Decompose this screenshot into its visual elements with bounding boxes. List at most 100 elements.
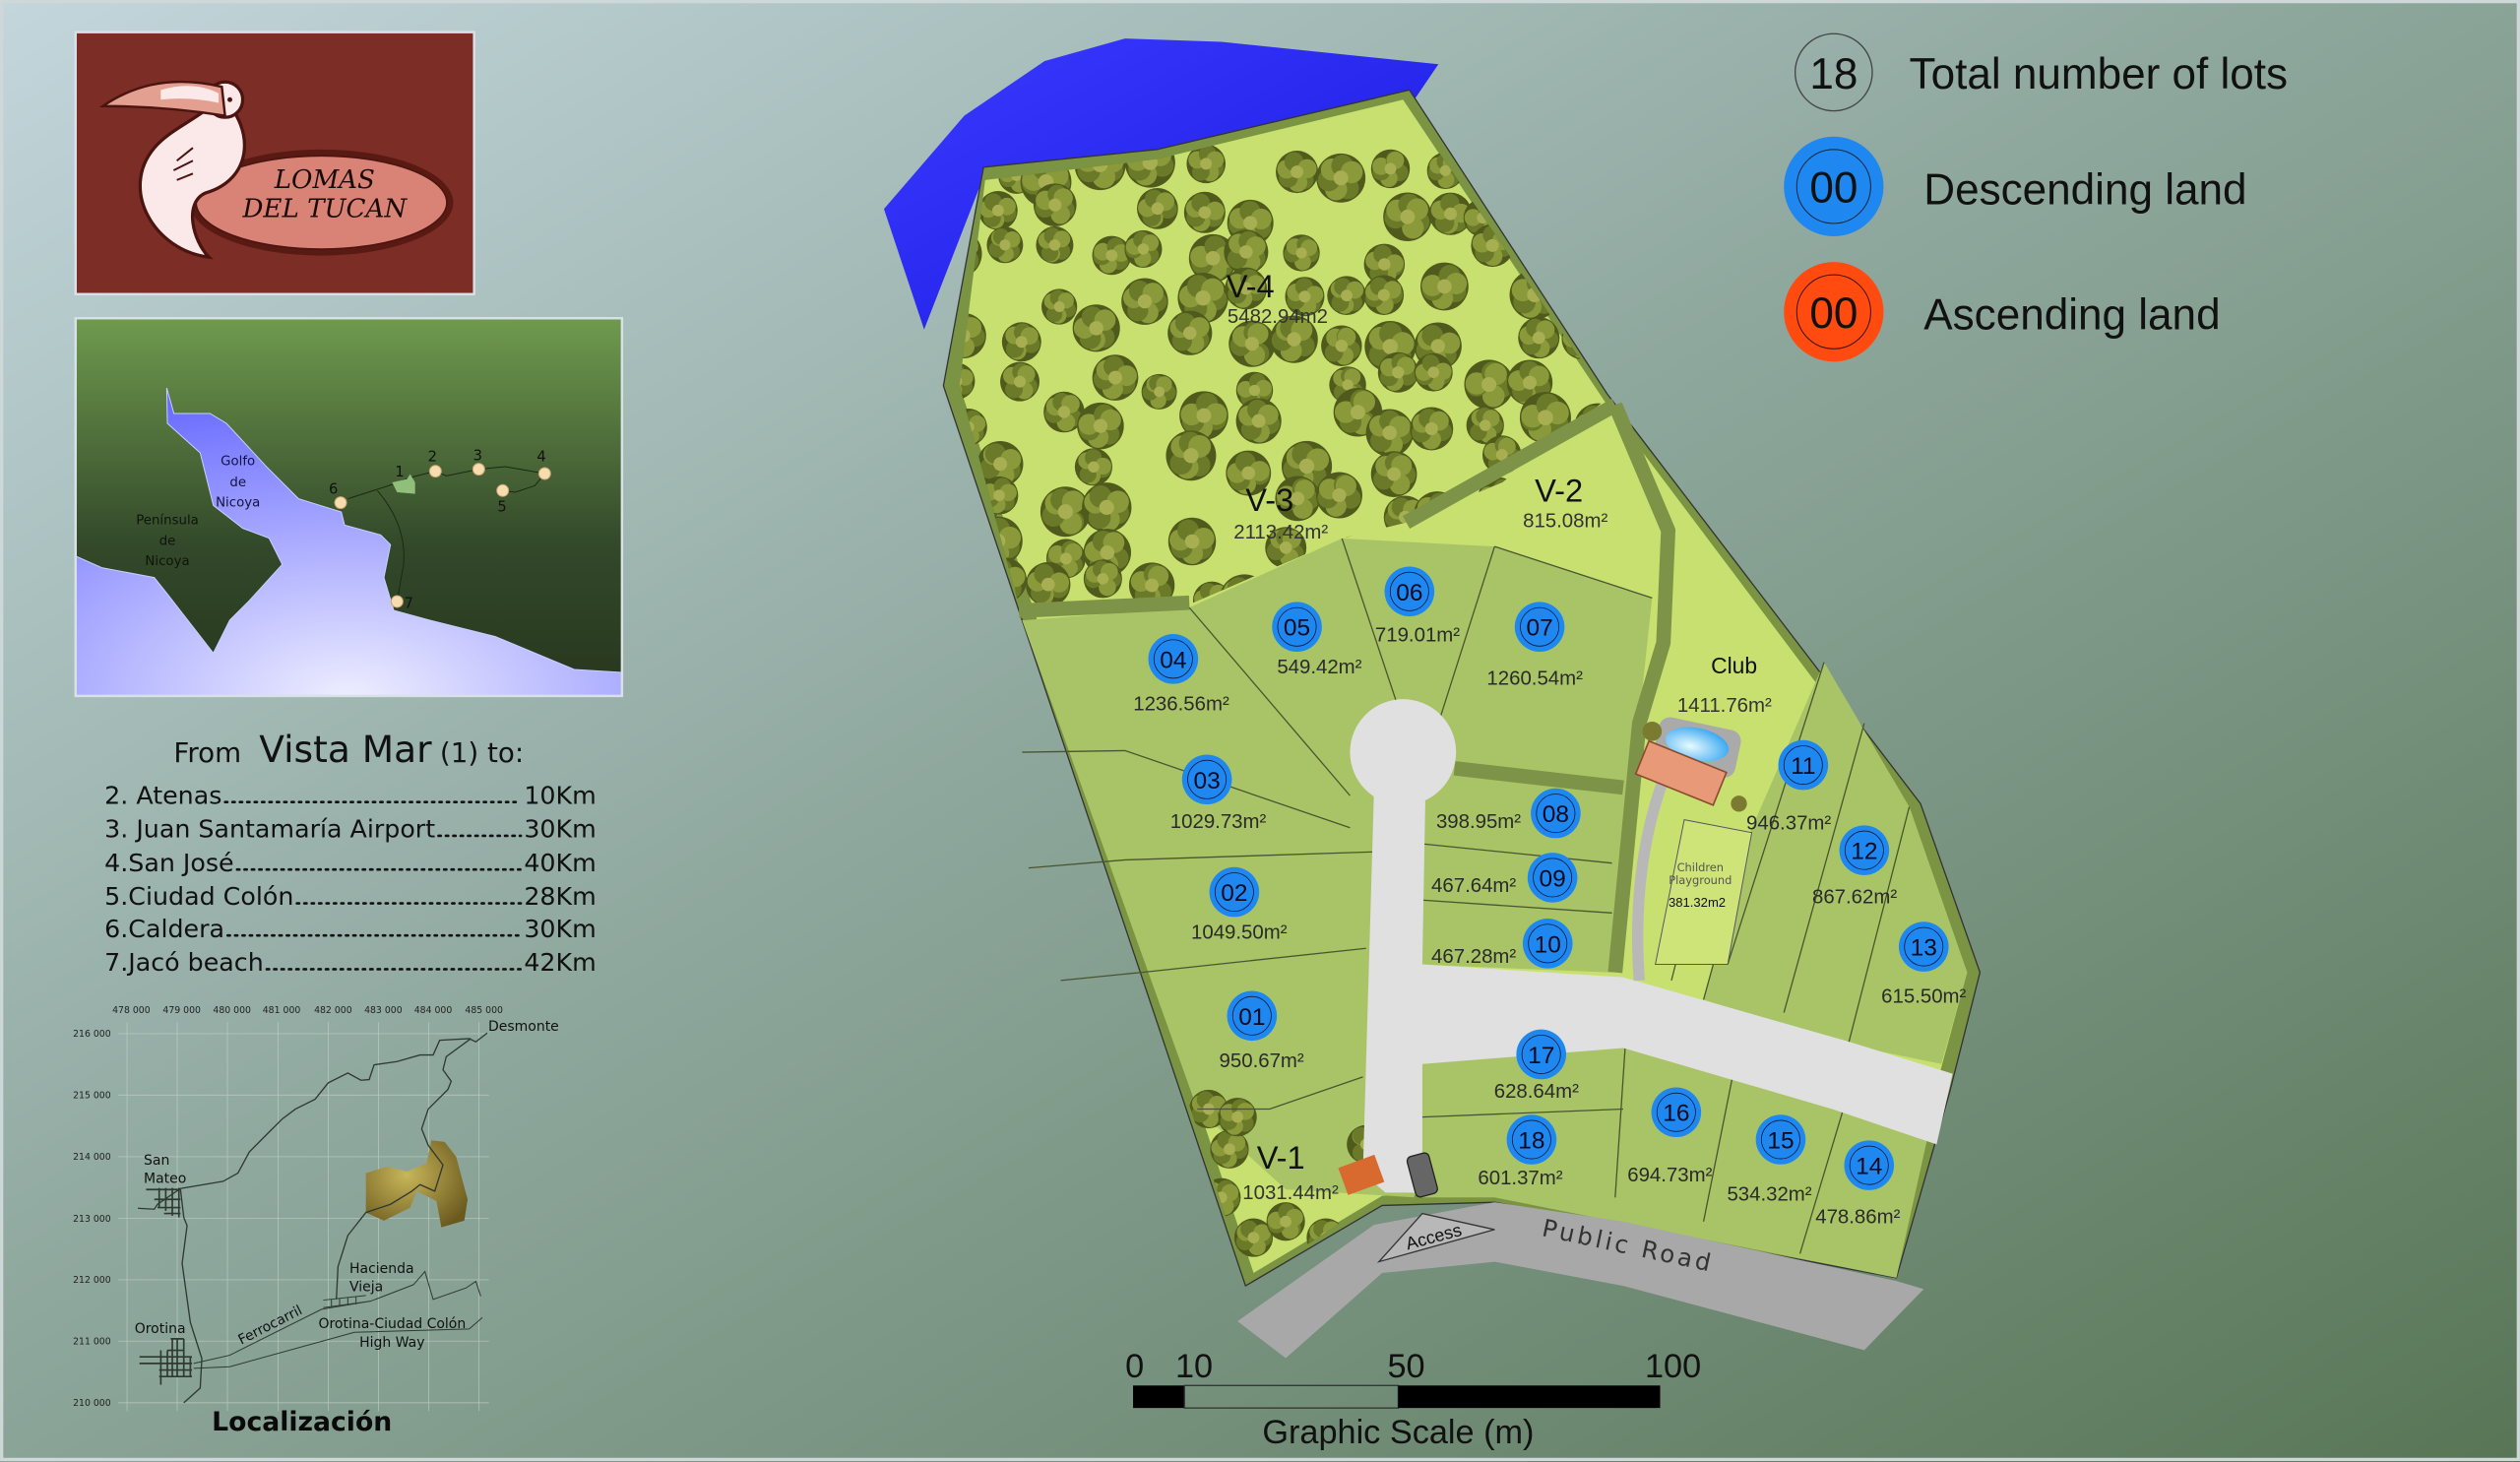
internal-road (1350, 699, 1953, 1193)
lot-badge[interactable] (1755, 1114, 1806, 1165)
tree-icon (1414, 352, 1453, 392)
lot-area: 467.28m² (1431, 946, 1516, 968)
lot-badge[interactable] (1527, 853, 1578, 903)
lot-badge[interactable] (1506, 1114, 1557, 1165)
tree-icon (1036, 225, 1074, 264)
tree-icon (1285, 277, 1325, 317)
footpath (1402, 399, 1619, 529)
lot-badge[interactable] (1272, 602, 1322, 653)
lot-badge[interactable] (1839, 825, 1890, 875)
lot-badge[interactable] (1898, 922, 1949, 972)
lot-badge[interactable] (1384, 566, 1435, 617)
tree-icon (1077, 402, 1124, 450)
descending-code: 00 (1809, 164, 1858, 213)
lot-area: 601.37m² (1478, 1168, 1562, 1189)
destination-label: 3. Juan Santamaría Airport (104, 815, 435, 844)
place-san-mateo: San (144, 1153, 169, 1169)
lot-badge[interactable] (1227, 990, 1278, 1042)
tree-icon (1136, 187, 1178, 229)
tree-icon (1316, 153, 1366, 203)
property-location-shape (365, 1140, 469, 1228)
lot-number: 17 (1528, 1043, 1554, 1069)
lot-01[interactable]: 01 950.67m² (1220, 990, 1304, 1072)
tree-icon (1321, 325, 1362, 367)
tree-icon (978, 190, 1018, 230)
tree-icon (1226, 450, 1272, 496)
point-label-6: 6 (329, 481, 338, 498)
tree-icon (1177, 273, 1228, 324)
tree-icon (1183, 191, 1226, 233)
lot-area: 950.67m² (1220, 1050, 1304, 1072)
logo-text-line1: LOMAS (274, 165, 375, 195)
destination-label: 6.Caldera (104, 915, 224, 943)
lot-badge[interactable] (1531, 788, 1581, 839)
tree-icon (1218, 1098, 1257, 1137)
lot-badge[interactable] (1778, 739, 1829, 791)
tree-icon (1370, 451, 1418, 497)
tree-icon (986, 226, 1024, 264)
green-area-v1-label: V-1 (1257, 1139, 1305, 1176)
ascending-code: 00 (1809, 289, 1858, 338)
lot-area: 398.95m² (1436, 811, 1521, 833)
lot-badge[interactable] (1651, 1087, 1702, 1138)
lot-badge[interactable] (1514, 602, 1565, 653)
lot-badge[interactable] (1522, 919, 1573, 969)
destination-label: 2. Atenas (104, 781, 221, 809)
tree-icon (1275, 476, 1321, 522)
tree-icon (1642, 722, 1663, 741)
label-highway: Orotina-Ciudad Colón (318, 1316, 466, 1332)
place-orotina: Orotina (135, 1321, 186, 1337)
footpath (1453, 761, 1624, 795)
place-hacienda-vieja: Hacienda (349, 1261, 414, 1277)
lot-number: 01 (1238, 1004, 1265, 1031)
lot-number: 09 (1540, 865, 1566, 892)
lot-area: 478.86m² (1815, 1206, 1900, 1228)
green-area-v4-label: V-4 (1227, 268, 1275, 304)
scale-tick: 100 (1645, 1348, 1701, 1385)
tree-icon (1518, 317, 1560, 359)
tree-icon (1464, 359, 1514, 410)
lot-badge[interactable] (1209, 866, 1260, 918)
tree-icon (1186, 144, 1227, 184)
lot-badge[interactable] (1844, 1140, 1895, 1190)
tree-icon (1072, 304, 1120, 352)
club-label: Club (1711, 653, 1757, 678)
green-area-v1-size: 1031.44m² (1242, 1182, 1339, 1204)
footpath (1018, 595, 1190, 618)
place-hacienda-vieja: Vieja (349, 1280, 383, 1296)
descending-badge (1784, 136, 1884, 236)
playground-area: 381.32m2 (1669, 895, 1726, 910)
x-tick-label: 481 000 (263, 1005, 301, 1016)
tree-icon (1210, 1129, 1249, 1169)
lot-number: 15 (1767, 1127, 1794, 1154)
x-tick-label: 479 000 (162, 1005, 201, 1016)
lot-badge[interactable] (1181, 754, 1232, 805)
lot-badge[interactable] (1148, 634, 1199, 684)
heading-from: From (173, 736, 241, 769)
lot-badge[interactable] (1516, 1029, 1567, 1080)
destination-distance: 30Km (524, 815, 596, 844)
tree-icon (1189, 1089, 1228, 1129)
highway-line (193, 1316, 483, 1369)
tree-icon (1410, 407, 1454, 451)
tree-icon (1276, 151, 1319, 194)
tree-icon (1166, 430, 1217, 481)
point-marker-3 (472, 463, 485, 477)
